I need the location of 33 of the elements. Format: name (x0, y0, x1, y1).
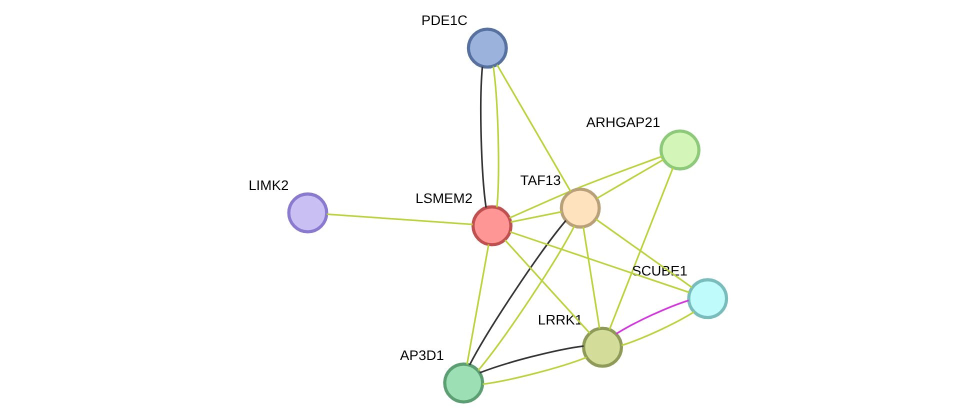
node-label: AP3D1 (400, 346, 444, 363)
connector (480, 344, 584, 374)
connector (621, 310, 694, 346)
connector (595, 218, 692, 288)
node-label: TAF13 (520, 172, 561, 188)
node-label: LSMEM2 (416, 189, 473, 206)
node-circle (443, 362, 484, 404)
connector (616, 299, 689, 334)
connector (466, 244, 490, 364)
node-label: PDE1C (421, 12, 468, 28)
node-circle (687, 278, 728, 319)
connector (582, 226, 600, 328)
connector (504, 239, 590, 334)
node-label: ARHGAP21 (586, 113, 660, 130)
connector (492, 66, 500, 207)
node-circle (472, 204, 512, 246)
connector (478, 225, 576, 370)
connector (596, 158, 664, 199)
connector (326, 212, 473, 225)
node-circle (660, 128, 700, 170)
connector (608, 167, 674, 330)
connector (496, 64, 572, 192)
connector (509, 155, 662, 218)
connector (480, 66, 487, 208)
node-label: LIMK2 (248, 176, 289, 192)
node-circle (582, 326, 624, 368)
node-circle (466, 27, 508, 68)
connector (482, 356, 587, 385)
connector (510, 230, 690, 293)
node-circle (287, 192, 328, 233)
connector (468, 220, 566, 365)
node-circle (560, 187, 601, 228)
connector (510, 210, 562, 222)
